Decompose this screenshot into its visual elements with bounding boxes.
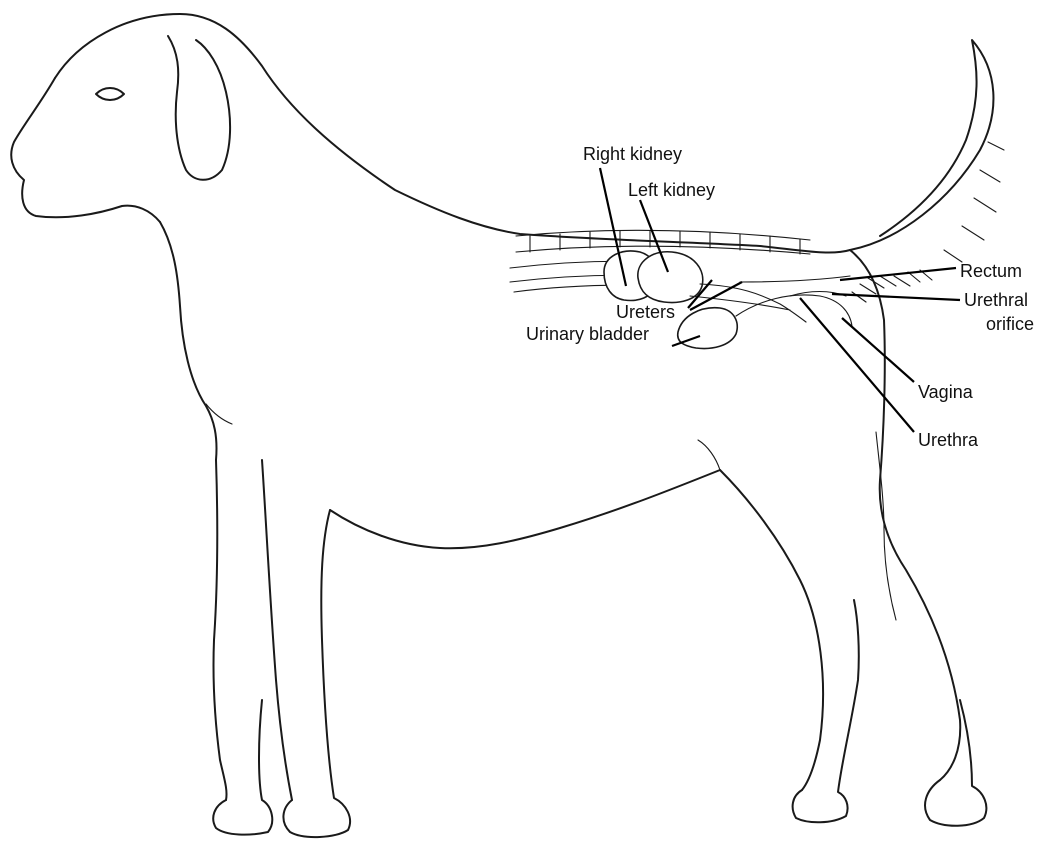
dog-chest-front (160, 222, 217, 460)
dog-foreleg-front (213, 460, 226, 800)
label-ureters: Ureters (616, 302, 675, 322)
label-urethral-orifice-2: orifice (986, 314, 1034, 334)
label-rectum: Rectum (960, 261, 1022, 281)
left-kidney (638, 252, 703, 303)
dog-hind-paw-2 (925, 700, 986, 826)
dog-hind-leg-front (720, 470, 823, 790)
dog-outline (11, 14, 1004, 837)
dog-muzzle (11, 78, 160, 222)
leader-vagina (842, 318, 914, 382)
label-right-kidney: Right kidney (583, 144, 682, 164)
dog-stifle-crease (698, 440, 720, 470)
leader-urethral-orifice (832, 294, 960, 300)
rectum-line (740, 276, 850, 282)
leader-urethra (800, 298, 914, 432)
label-vagina: Vagina (918, 382, 974, 402)
label-urethra: Urethra (918, 430, 979, 450)
dog-thigh-back (850, 250, 960, 780)
dog-foreleg-back (262, 460, 292, 800)
dog-ear (168, 36, 230, 180)
dog-tail (850, 40, 993, 250)
dog-belly (330, 470, 720, 548)
urinary-bladder (678, 308, 738, 349)
label-left-kidney: Left kidney (628, 180, 715, 200)
dog-front-paw-2 (283, 510, 350, 837)
label-urethral-orifice-1: Urethral (964, 290, 1028, 310)
label-urinary-bladder: Urinary bladder (526, 324, 649, 344)
dog-eye (96, 88, 124, 100)
urethra-curve (736, 295, 852, 326)
